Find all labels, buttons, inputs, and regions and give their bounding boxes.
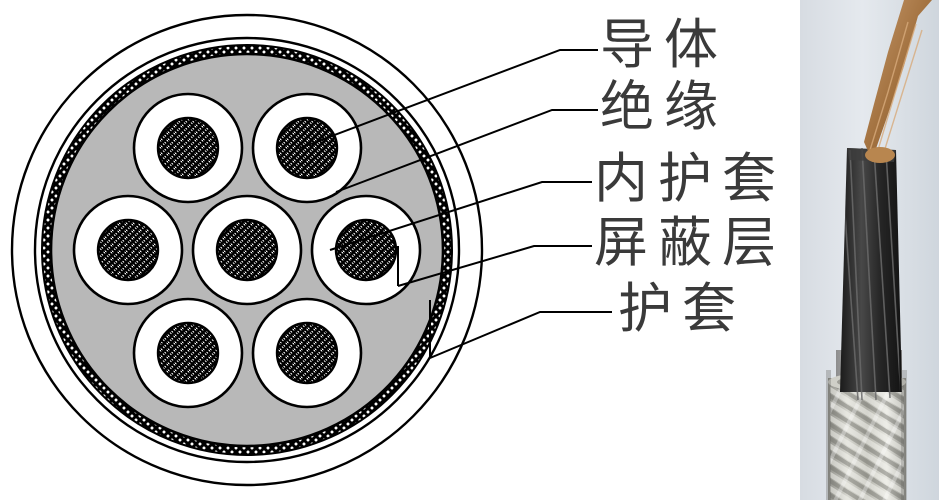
cable-photo-panel bbox=[800, 0, 939, 500]
photo-black-insulated-cores bbox=[840, 147, 902, 400]
inner-jacket-filler bbox=[49, 52, 445, 448]
leader-line-outer-jacket bbox=[429, 311, 612, 359]
stripped-shielded-cable-photo bbox=[800, 0, 939, 500]
photo-right-shadow bbox=[901, 370, 907, 500]
core-group bbox=[72, 92, 422, 409]
cable-cross-section-diagram bbox=[10, 13, 612, 487]
leader-line-conductor bbox=[299, 49, 598, 149]
core-conductor bbox=[96, 116, 398, 385]
leader-line-shield bbox=[397, 245, 592, 287]
photo-copper-braid-tail bbox=[864, 0, 932, 163]
leader-line-inner-jacket bbox=[329, 181, 592, 251]
leader-lines bbox=[299, 49, 612, 359]
photo-left-shadow bbox=[826, 370, 831, 500]
braid-shield-outer-edge bbox=[41, 44, 453, 456]
leader-line-insulation bbox=[335, 109, 598, 193]
